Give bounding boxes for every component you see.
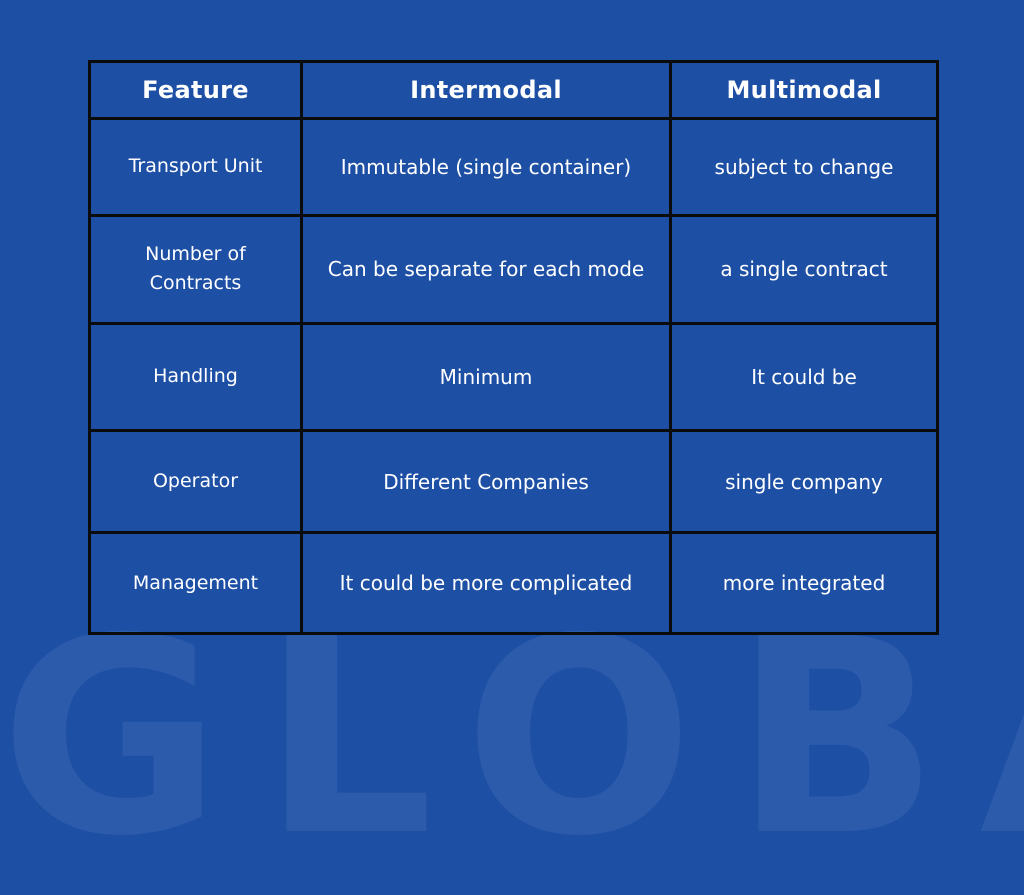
intermodal-cell: Can be separate for each mode: [300, 213, 672, 326]
header-multimodal: Multimodal: [669, 60, 939, 120]
background-watermark: GLOBAL: [0, 580, 1024, 895]
table-row: Operator Different Companies single comp…: [88, 428, 939, 535]
intermodal-cell: Different Companies: [300, 428, 672, 535]
intermodal-cell: It could be more complicated: [300, 531, 672, 635]
feature-cell: Operator: [88, 428, 303, 535]
intermodal-cell: Minimum: [300, 322, 672, 432]
feature-cell: Management: [88, 531, 303, 635]
multimodal-cell: single company: [669, 428, 939, 535]
header-intermodal: Intermodal: [300, 60, 672, 120]
table-row: Management It could be more complicated …: [88, 531, 939, 635]
multimodal-cell: more integrated: [669, 531, 939, 635]
table-row: Handling Minimum It could be: [88, 322, 939, 432]
table-row: Transport Unit Immutable (single contain…: [88, 117, 939, 217]
multimodal-cell: It could be: [669, 322, 939, 432]
table-header-row: Feature Intermodal Multimodal: [88, 60, 939, 120]
feature-cell: Number of Contracts: [88, 213, 303, 326]
feature-cell: Handling: [88, 322, 303, 432]
comparison-table: Feature Intermodal Multimodal Transport …: [88, 60, 939, 635]
multimodal-cell: subject to change: [669, 117, 939, 217]
feature-cell: Transport Unit: [88, 117, 303, 217]
header-feature: Feature: [88, 60, 303, 120]
multimodal-cell: a single contract: [669, 213, 939, 326]
intermodal-cell: Immutable (single container): [300, 117, 672, 217]
table-row: Number of Contracts Can be separate for …: [88, 213, 939, 326]
